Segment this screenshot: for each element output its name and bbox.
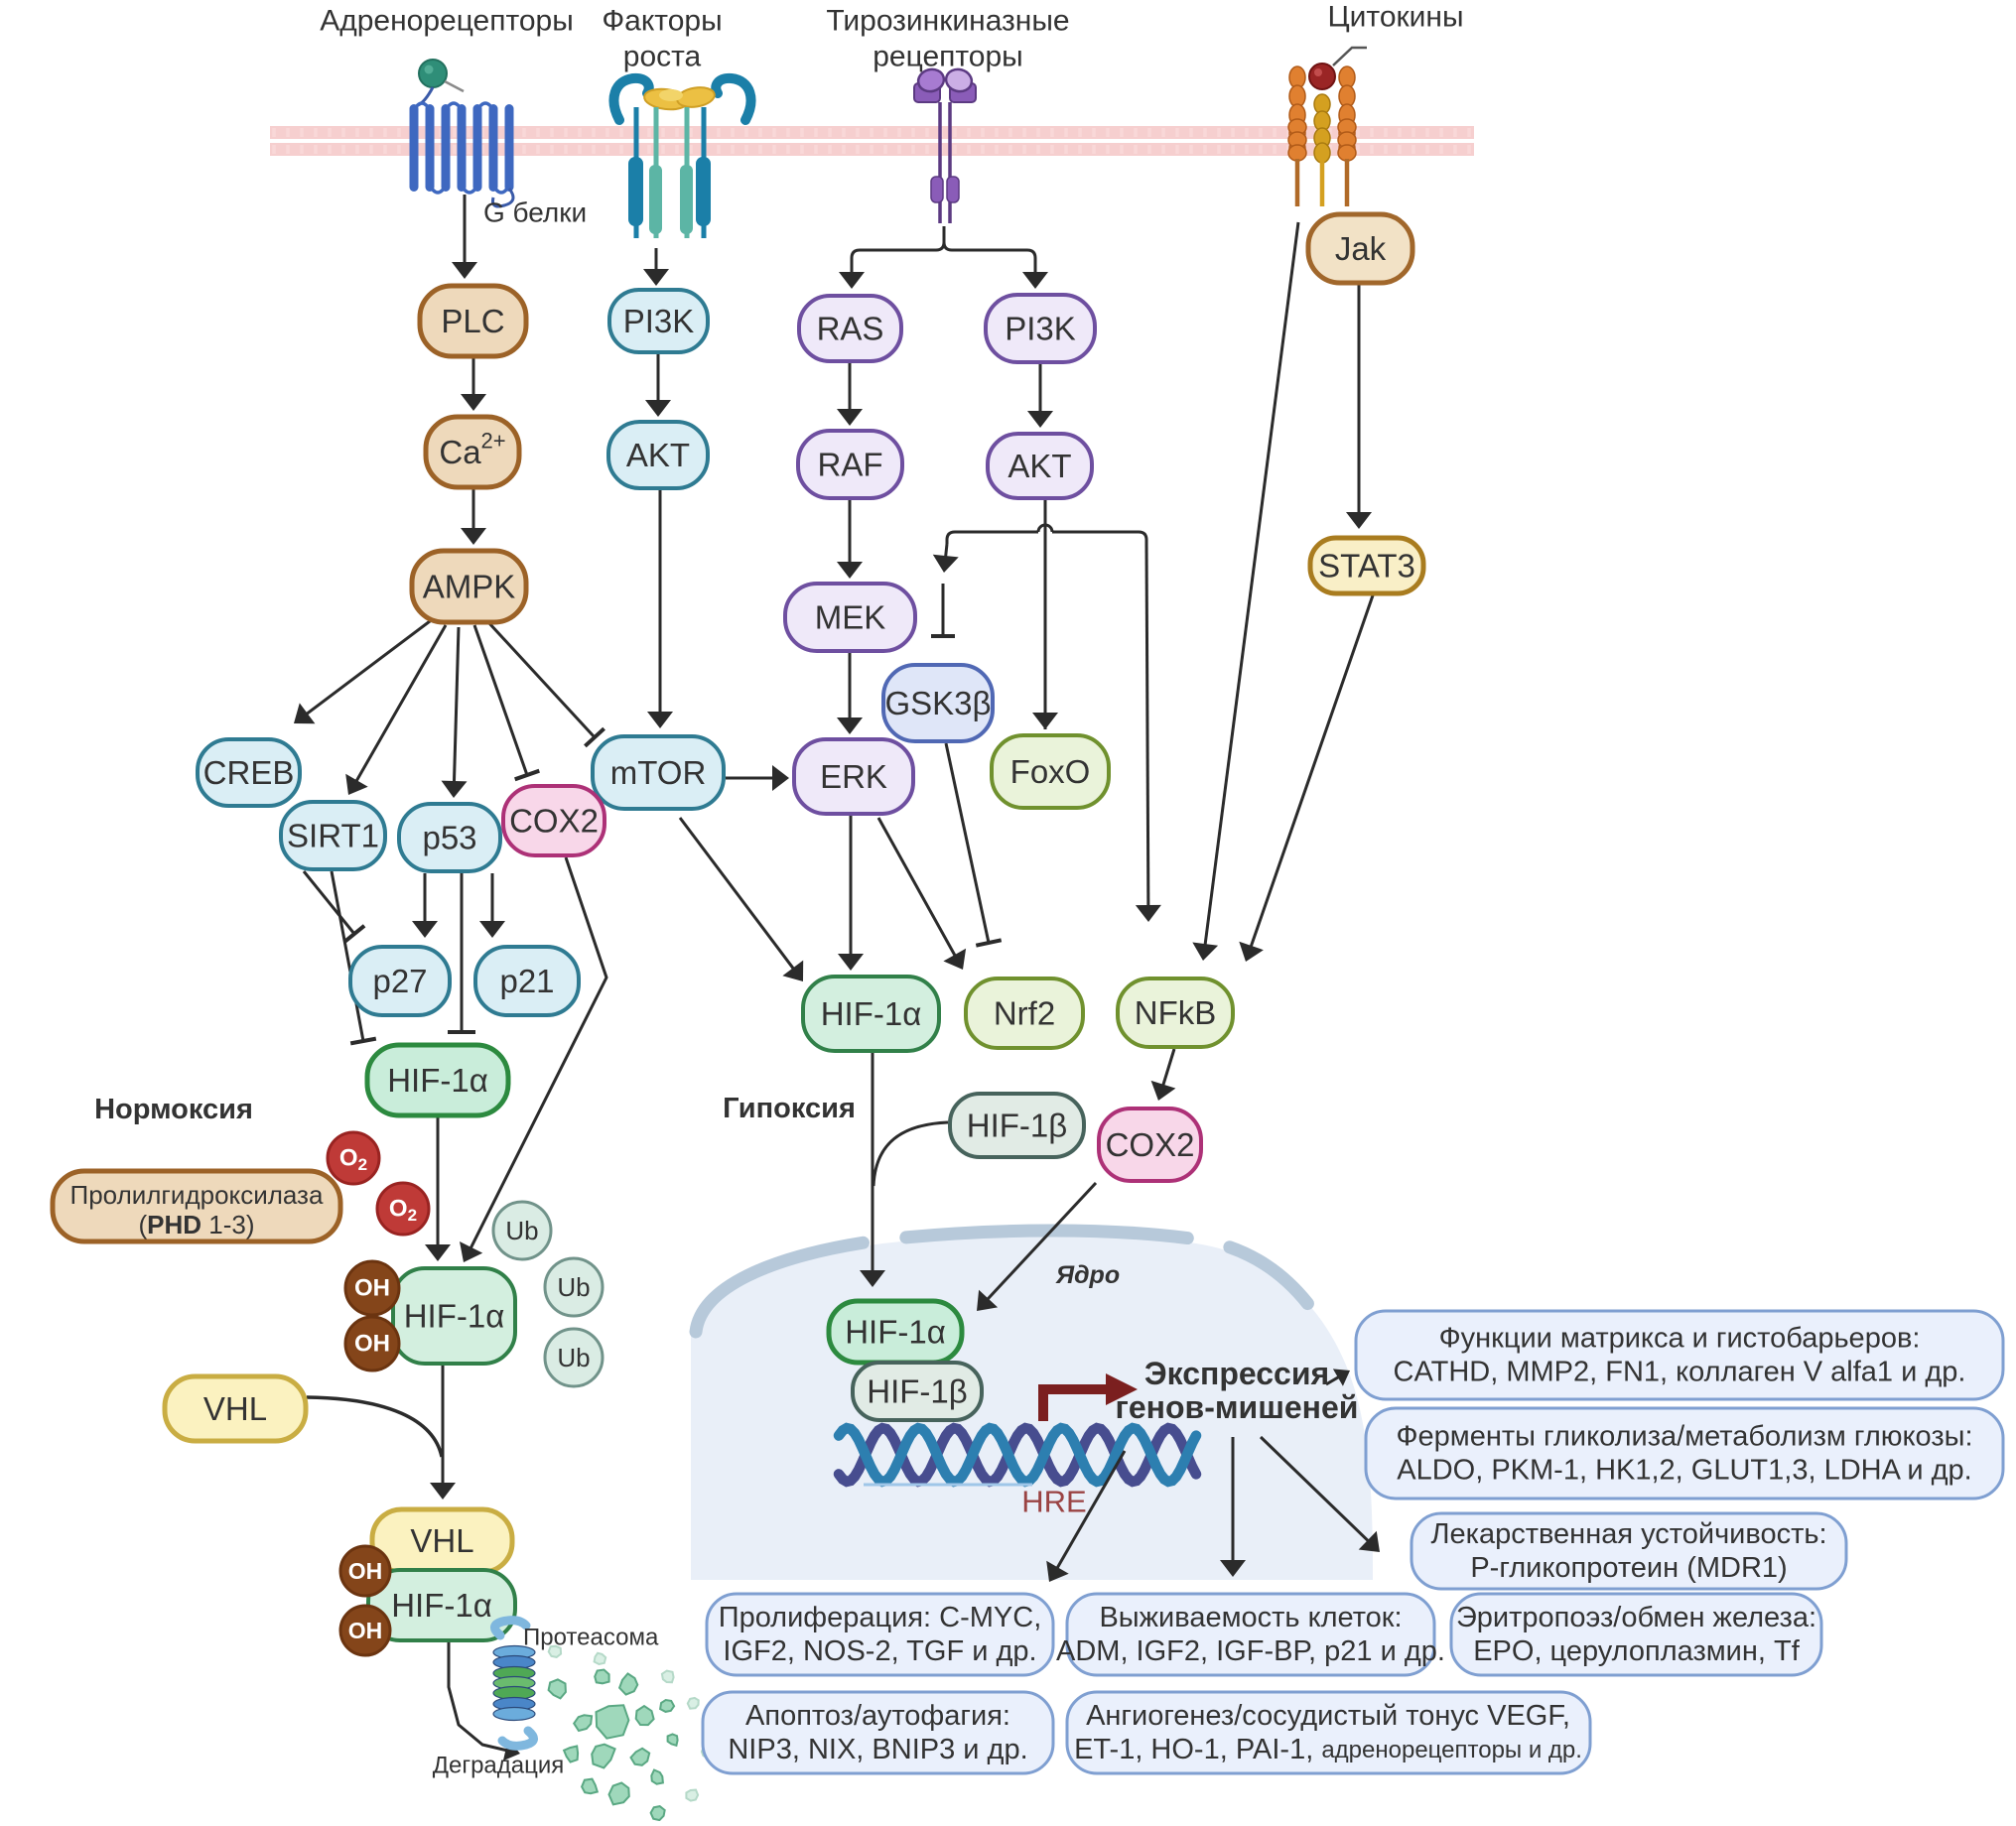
svg-text:AMPK: AMPK: [423, 569, 516, 605]
svg-text:VHL: VHL: [203, 1390, 267, 1427]
svg-text:HIF-1α: HIF-1α: [845, 1314, 946, 1351]
svg-text:HIF-1α: HIF-1α: [404, 1298, 505, 1335]
svg-text:PI3K: PI3K: [623, 303, 695, 339]
svg-text:ADM, IGF2, IGF-BP, p21 и др.: ADM, IGF2, IGF-BP, p21 и др.: [1056, 1635, 1445, 1667]
svg-text:COX2: COX2: [1106, 1126, 1195, 1163]
svg-text:Эритропоэз/обмен железа:: Эритропоэз/обмен железа:: [1456, 1602, 1816, 1633]
svg-text:IGF2, NOS-2, TGF и др.: IGF2, NOS-2, TGF и др.: [723, 1635, 1036, 1667]
svg-text:HIF-1β: HIF-1β: [867, 1373, 967, 1410]
svg-text:генов-мишеней: генов-мишеней: [1116, 1389, 1359, 1425]
svg-text:Nrf2: Nrf2: [994, 995, 1055, 1032]
svg-text:роста: роста: [623, 41, 702, 73]
svg-text:STAT3: STAT3: [1318, 548, 1415, 585]
svg-text:HIF-1α: HIF-1α: [387, 1062, 488, 1099]
svg-text:p21: p21: [499, 963, 554, 999]
svg-text:OH: OH: [354, 1331, 390, 1358]
svg-text:HIF-1α: HIF-1α: [821, 995, 922, 1032]
svg-text:RAS: RAS: [817, 311, 884, 347]
svg-text:OH: OH: [354, 1275, 390, 1302]
svg-text:Цитокины: Цитокины: [1327, 1, 1463, 34]
svg-text:p27: p27: [372, 963, 427, 999]
svg-text:Функции матрикса и гистобарьер: Функции матрикса и гистобарьеров:: [1439, 1323, 1921, 1355]
svg-text:(PHD 1-3): (PHD 1-3): [138, 1210, 254, 1239]
svg-text:Тирозинкиназные: Тирозинкиназные: [826, 5, 1069, 38]
svg-text:mTOR: mTOR: [610, 754, 707, 791]
svg-text:Ub: Ub: [505, 1216, 538, 1245]
svg-text:HIF-1β: HIF-1β: [967, 1108, 1067, 1144]
svg-text:Протеасома: Протеасома: [523, 1625, 659, 1651]
svg-text:FoxO: FoxO: [1010, 753, 1091, 790]
svg-text:RAF: RAF: [818, 447, 883, 483]
svg-text:PLC: PLC: [441, 303, 504, 339]
svg-text:рецепторы: рецепторы: [873, 41, 1022, 73]
svg-text:ALDO, PKM-1, HK1,2, GLUT1,3, L: ALDO, PKM-1, HK1,2, GLUT1,3, LDHA и др.: [1397, 1455, 1972, 1487]
svg-text:G белки: G белки: [483, 197, 587, 228]
svg-text:PI3K: PI3K: [1005, 311, 1076, 347]
svg-text:Факторы: Факторы: [602, 5, 722, 38]
svg-text:Ub: Ub: [557, 1343, 590, 1372]
svg-text:Выживаемость клеток:: Выживаемость клеток:: [1099, 1602, 1402, 1633]
svg-text:Ядро: Ядро: [1055, 1261, 1120, 1289]
svg-text:Нормоксия: Нормоксия: [94, 1094, 253, 1125]
svg-text:Ангиогенез/сосудистый тонус V: Ангиогенез/сосудистый тонус VEGF,: [1086, 1700, 1570, 1732]
svg-text:HRE: HRE: [1021, 1485, 1086, 1519]
svg-text:HIF-1α: HIF-1α: [391, 1587, 492, 1624]
svg-text:Пролиферация: C-MYC,: Пролиферация: C-MYC,: [719, 1602, 1042, 1633]
svg-text:SIRT1: SIRT1: [287, 818, 379, 854]
svg-text:Пролилгидроксилаза: Пролилгидроксилаза: [70, 1180, 324, 1210]
svg-text:Деградация: Деградация: [433, 1753, 565, 1779]
svg-text:Ub: Ub: [557, 1272, 590, 1302]
svg-text:OH: OH: [348, 1618, 383, 1643]
svg-text:p53: p53: [422, 820, 476, 856]
svg-text:VHL: VHL: [410, 1522, 473, 1559]
svg-text:MEK: MEK: [815, 599, 886, 636]
svg-text:Лекарственная устойчивость:: Лекарственная устойчивость:: [1430, 1518, 1826, 1550]
svg-text:NIP3, NIX, BNIP3 и др.: NIP3, NIX, BNIP3 и др.: [728, 1734, 1027, 1765]
svg-text:Адренорецепторы: Адренорецепторы: [320, 5, 574, 38]
svg-text:P-гликопротеин (MDR1): P-гликопротеин (MDR1): [1470, 1552, 1787, 1584]
svg-text:NFkB: NFkB: [1135, 994, 1217, 1031]
svg-text:EPO, церулоплазмин, Tf: EPO, церулоплазмин, Tf: [1473, 1635, 1801, 1667]
svg-text:Экспрессия: Экспрессия: [1144, 1356, 1329, 1391]
svg-text:OH: OH: [348, 1558, 383, 1584]
svg-text:Jak: Jak: [1335, 230, 1387, 267]
svg-text:CREB: CREB: [203, 754, 295, 791]
svg-text:AKT: AKT: [626, 437, 690, 473]
svg-text:Гипоксия: Гипоксия: [723, 1093, 856, 1124]
svg-text:COX2: COX2: [509, 803, 599, 840]
svg-text:CATHD, MMP2, FN1, коллаген V a: CATHD, MMP2, FN1, коллаген V alfa1 и др.: [1394, 1357, 1966, 1388]
svg-text:Ферменты гликолиза/метаболизм: Ферменты гликолиза/метаболизм глюкозы:: [1396, 1421, 1972, 1453]
svg-text:AKT: AKT: [1008, 448, 1071, 484]
svg-text:O2: O2: [389, 1196, 417, 1225]
svg-text:Апоптоз/аутофагия:: Апоптоз/аутофагия:: [745, 1700, 1010, 1732]
svg-text:ET-1, HO-1, PAI-1, адренорецеп: ET-1, HO-1, PAI-1, адренорецепторы и др.: [1074, 1734, 1582, 1765]
svg-text:ERK: ERK: [820, 758, 887, 795]
svg-text:GSK3β: GSK3β: [884, 685, 991, 721]
